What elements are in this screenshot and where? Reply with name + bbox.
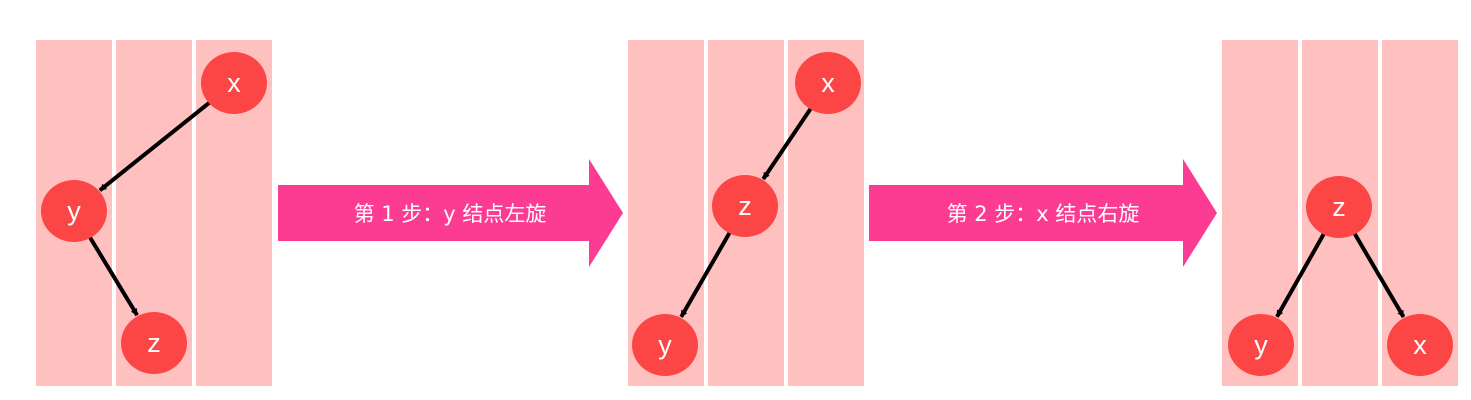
step-arrow-shape <box>869 159 1217 267</box>
node-label: y <box>67 196 81 226</box>
node-label: x <box>227 68 241 98</box>
tree-node-y: y <box>1228 314 1294 376</box>
node-circle <box>632 314 698 376</box>
node-circle <box>795 52 861 114</box>
tree-node-x: x <box>795 52 861 114</box>
tree-panel-2: x z y <box>628 40 864 386</box>
node-circle <box>712 175 778 237</box>
tree-node-z: z <box>121 312 187 374</box>
step-label: 第 2 步：x 结点右旋 <box>947 202 1140 226</box>
edge-x-to-y <box>98 100 212 192</box>
step-label: 第 1 步：y 结点左旋 <box>354 202 547 226</box>
edge-z-to-y <box>679 230 733 318</box>
tree-node-y: y <box>41 180 107 242</box>
node-circle <box>41 180 107 242</box>
tree-panel-1: x y z <box>36 40 272 386</box>
edge-z-to-y <box>1275 231 1327 318</box>
step-arrow-2: 第 2 步：x 结点右旋 <box>869 159 1217 267</box>
node-label: z <box>738 191 752 221</box>
edge-z-to-x <box>1352 231 1406 319</box>
node-label: x <box>1413 330 1427 360</box>
step-arrow-shape <box>278 159 623 267</box>
tree-panel-3: z y x <box>1222 40 1458 386</box>
edge-x-to-z <box>761 106 814 181</box>
node-circle <box>201 52 267 114</box>
tree-node-x: x <box>1387 314 1453 376</box>
tree-node-x: x <box>201 52 267 114</box>
tree-node-y: y <box>632 314 698 376</box>
node-label: z <box>1332 192 1346 222</box>
node-circle <box>1306 176 1372 238</box>
node-circle <box>1228 314 1294 376</box>
node-label: y <box>1254 330 1268 360</box>
node-circle <box>121 312 187 374</box>
node-label: x <box>821 68 835 98</box>
node-circle <box>1387 314 1453 376</box>
step-arrow-1: 第 1 步：y 结点左旋 <box>278 159 623 267</box>
tree-node-z: z <box>712 175 778 237</box>
edge-y-to-z <box>87 235 139 317</box>
node-label: y <box>658 330 672 360</box>
tree-node-z: z <box>1306 176 1372 238</box>
node-label: z <box>147 328 161 358</box>
